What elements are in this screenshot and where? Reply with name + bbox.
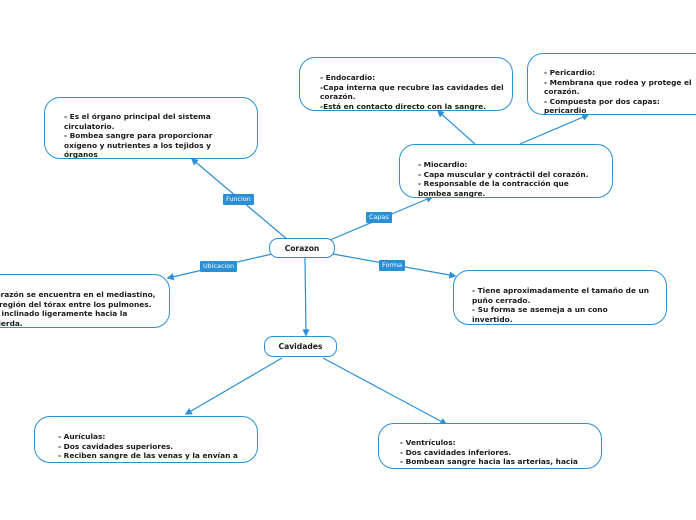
cavidades-topic-node[interactable]: Cavidades bbox=[264, 336, 337, 357]
ubicacion-node-text: El corazón se encuentra en el mediastino… bbox=[0, 290, 156, 328]
tag-ubicacion[interactable]: Ubicacion bbox=[200, 261, 238, 272]
pericardio-node[interactable]: - Pericardio: - Membrana que rodea y pro… bbox=[527, 53, 696, 115]
edge-cavidades-ventriculos bbox=[322, 357, 448, 425]
central-topic-node[interactable]: Corazon bbox=[269, 238, 335, 258]
tag-forma[interactable]: Forma bbox=[379, 260, 406, 271]
edge-cavidades-auriculas bbox=[184, 357, 283, 415]
edge-center-cavidades bbox=[302, 257, 310, 337]
funcion-node-text: - Es el órgano principal del sistema cir… bbox=[64, 112, 213, 159]
tag-funcion[interactable]: Funcion bbox=[223, 194, 254, 205]
edge-miocardio-pericardio bbox=[519, 113, 590, 145]
edge-miocardio-endocardio bbox=[436, 110, 476, 145]
endocardio-node[interactable]: - Endocardio: -Capa interna que recubre … bbox=[299, 57, 513, 111]
tag-capas[interactable]: Capas bbox=[366, 212, 392, 223]
ventriculos-node-text: - Ventrículos: - Dos cavidades inferiore… bbox=[400, 438, 578, 468]
auriculas-node[interactable]: - Aurículas: - Dos cavidades superiores.… bbox=[34, 416, 258, 463]
endocardio-node-text: - Endocardio: -Capa interna que recubre … bbox=[320, 73, 504, 111]
ventriculos-node[interactable]: - Ventrículos: - Dos cavidades inferiore… bbox=[378, 423, 602, 469]
central-topic-label: Corazon bbox=[284, 243, 320, 253]
ubicacion-node[interactable]: El corazón se encuentra en el mediastino… bbox=[0, 274, 170, 328]
miocardio-node[interactable]: - Miocardio: - Capa muscular y contrácti… bbox=[399, 144, 613, 198]
forma-node-text: - Tiene aproximadamente el tamaño de un … bbox=[472, 286, 650, 324]
miocardio-node-text: - Miocardio: - Capa muscular y contrácti… bbox=[418, 160, 589, 198]
pericardio-node-text: - Pericardio: - Membrana que rodea y pro… bbox=[544, 68, 692, 115]
auriculas-node-text: - Aurículas: - Dos cavidades superiores.… bbox=[58, 432, 238, 462]
forma-node[interactable]: - Tiene aproximadamente el tamaño de un … bbox=[453, 270, 667, 325]
cavidades-topic-label: Cavidades bbox=[278, 342, 323, 351]
funcion-node[interactable]: - Es el órgano principal del sistema cir… bbox=[44, 97, 258, 159]
